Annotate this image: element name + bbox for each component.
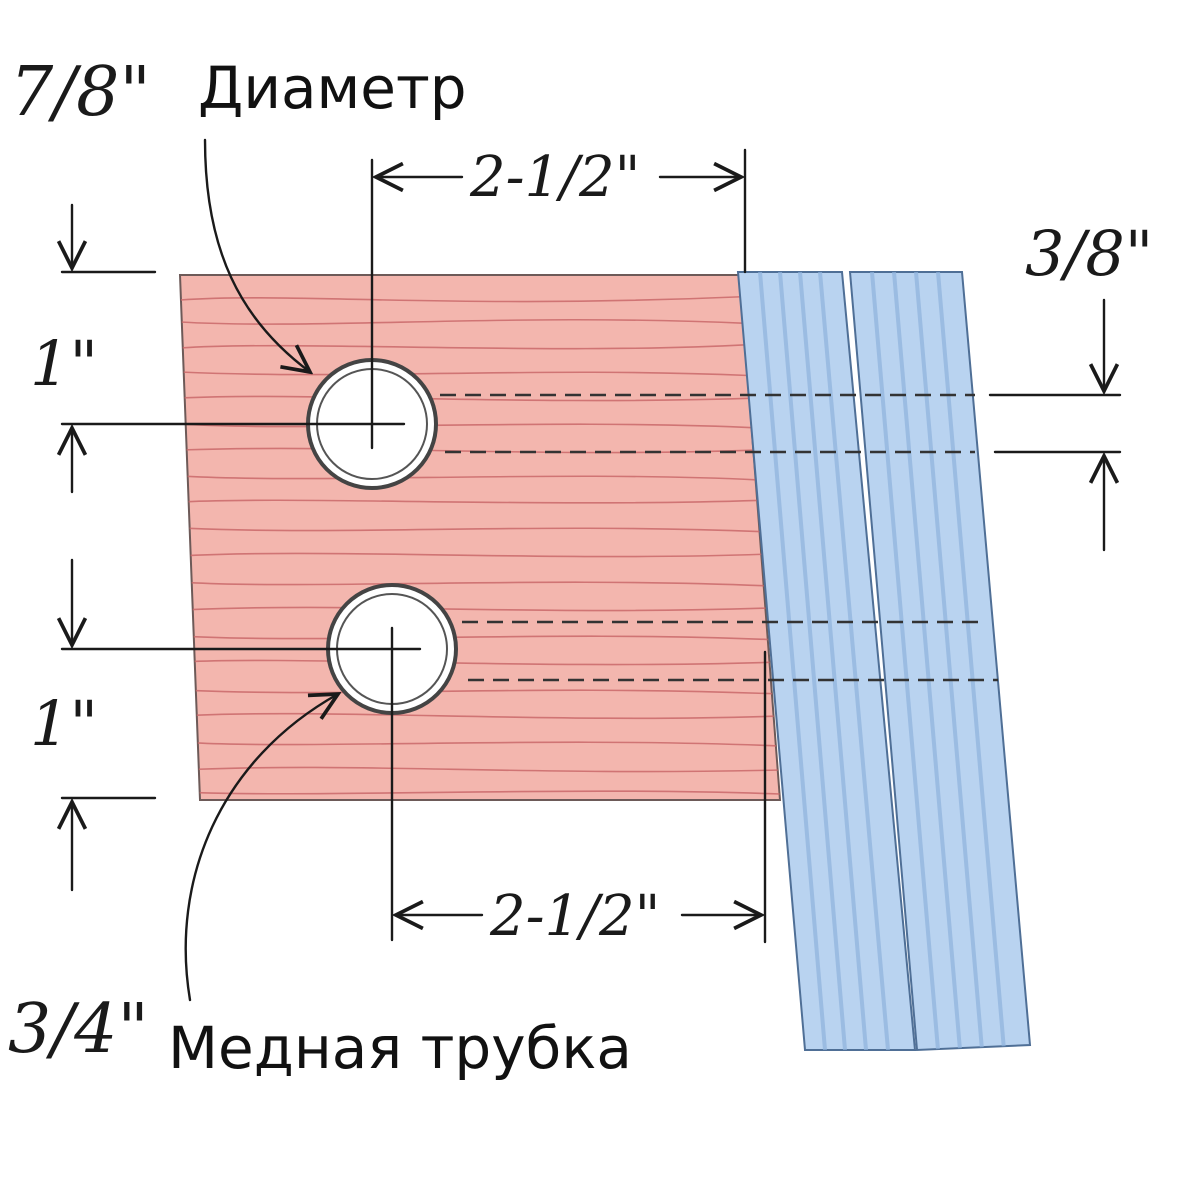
diameter-leader xyxy=(203,138,310,372)
rail-left xyxy=(736,271,917,1051)
lower-hole xyxy=(60,583,458,942)
hole-paths xyxy=(440,393,998,682)
upper-height-label: 1" xyxy=(30,327,98,400)
rail-right xyxy=(848,271,1032,1052)
slot-width-label: 3/8" xyxy=(1025,217,1153,290)
upper-hole xyxy=(60,158,438,490)
upper-height-dimension: 1" xyxy=(30,203,157,494)
diameter-text: Диаметр xyxy=(198,54,467,122)
bottom-spacing-label: 2-1/2" xyxy=(489,884,660,949)
diameter-value: 7/8" xyxy=(10,53,151,132)
tube-text: Медная трубка xyxy=(168,1014,632,1082)
tube-value: 3/4" xyxy=(8,990,149,1069)
lower-height-label: 1" xyxy=(30,687,98,760)
diameter-callout: 7/8" Диаметр xyxy=(10,53,467,132)
top-spacing-dimension: 2-1/2" xyxy=(376,145,747,274)
tube-leader xyxy=(184,694,338,1002)
wood-face xyxy=(178,274,782,801)
bottom-spacing-dimension: 2-1/2" xyxy=(396,650,767,949)
top-spacing-label: 2-1/2" xyxy=(469,145,640,210)
wood-block xyxy=(178,274,782,801)
lower-height-dimension: 1" xyxy=(30,558,157,892)
leader-arrows xyxy=(184,138,338,1002)
slot-width-dimension: 3/8" xyxy=(988,217,1153,552)
rail-right-face xyxy=(848,271,1032,1052)
tube-callout: 3/4" Медная трубка xyxy=(8,990,632,1082)
